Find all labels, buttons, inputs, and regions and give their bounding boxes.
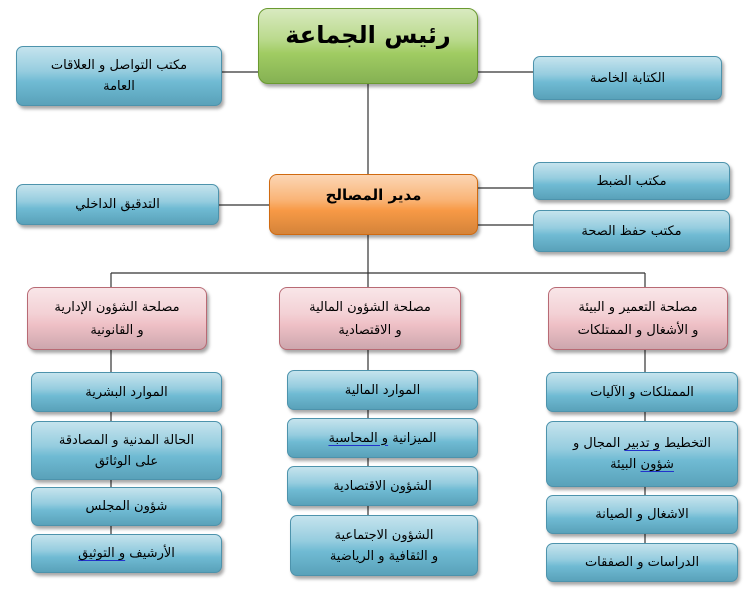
communication-office-box: مكتب التواصل و العلاقات العامة — [16, 46, 222, 106]
unit-box: الأرشيف و التوثيق — [31, 534, 222, 573]
unit-box: الشؤون الاقتصادية — [287, 466, 478, 506]
unit-label-segment: البيئة — [610, 457, 637, 472]
unit-label-underlined-segment: و تدبير — [624, 436, 661, 451]
unit-box: التخطيط و تدبير المجال و شؤون البيئة — [546, 421, 738, 487]
department-label-line-1: مصلحة الشؤون الإدارية — [54, 299, 180, 315]
health-office-label: مكتب حفظ الصحة — [581, 223, 682, 239]
department-label-line-1: مصلحة التعمير و البيئة — [578, 299, 698, 315]
unit-label: الشؤون الاقتصادية — [333, 478, 432, 494]
department-label-line-1: مصلحة الشؤون المالية — [309, 299, 431, 315]
registry-office-label: مكتب الضبط — [596, 173, 667, 189]
unit-box: الممتلكات و الآليات — [546, 372, 738, 412]
unit-label-line-1: الحالة المدنية و المصادقة — [58, 432, 195, 448]
unit-label-line-1: الشؤون الاجتماعية — [334, 527, 434, 543]
communication-office-label-line-2: العامة — [103, 79, 135, 94]
unit-label: الموارد البشرية — [85, 384, 168, 400]
internal-audit-box: التدقيق الداخلي — [16, 184, 219, 225]
department-box-urbanism: مصلحة التعمير و البيئة و الأشغال و الممت… — [548, 287, 728, 350]
department-box-financial: مصلحة الشؤون المالية و الاقتصادية — [279, 287, 461, 350]
unit-label: شؤون المجلس — [85, 499, 168, 514]
registry-office-box: مكتب الضبط — [533, 162, 730, 200]
unit-label-underlined-segment: و التوثيق — [78, 546, 126, 561]
unit-label: الدراسات و الصفقات — [584, 555, 700, 570]
unit-label: الميزانية و المحاسبة — [328, 428, 436, 449]
unit-label-segment: الميزانية — [392, 430, 437, 446]
unit-label-underlined-segment: شؤون — [640, 457, 674, 472]
director-of-services-label: مدير المصالح — [325, 186, 422, 204]
department-label-line-2: و الأشغال و الممتلكات — [577, 322, 699, 338]
communication-office-label-line-1: مكتب التواصل و العلاقات — [50, 58, 188, 73]
unit-box: الاشغال و الصيانة — [546, 495, 738, 534]
department-label-line-2: و الاقتصادية — [338, 322, 402, 338]
department-label-line-2: و القانونية — [90, 322, 144, 338]
head-of-council-label: رئيس الجماعة — [285, 20, 451, 49]
unit-box: الحالة المدنية و المصادقة على الوثائق — [31, 421, 222, 480]
unit-label-line-2: شؤون البيئة — [610, 454, 674, 475]
director-of-services-box: مدير المصالح — [269, 174, 478, 235]
unit-box: شؤون المجلس — [31, 487, 222, 526]
unit-box: الشؤون الاجتماعية و الثقافية و الرياضية — [290, 515, 478, 576]
health-office-box: مكتب حفظ الصحة — [533, 210, 730, 252]
department-box-administrative: مصلحة الشؤون الإدارية و القانونية — [27, 287, 207, 350]
private-secretariat-label: الكتابة الخاصة — [589, 70, 666, 86]
unit-label: الأرشيف و التوثيق — [78, 543, 175, 564]
unit-label: الممتلكات و الآليات — [590, 384, 694, 400]
unit-label-segment: الأرشيف — [129, 546, 175, 561]
unit-label: الاشغال و الصيانة — [595, 507, 689, 522]
unit-label-underlined-segment: و المحاسبة — [328, 430, 389, 446]
unit-label: الموارد المالية — [344, 382, 421, 398]
unit-box: الموارد البشرية — [31, 372, 222, 412]
private-secretariat-box: الكتابة الخاصة — [533, 56, 722, 100]
unit-label-line-1: التخطيط و تدبير المجال و — [573, 433, 711, 454]
unit-label-line-2: على الوثائق — [94, 453, 159, 469]
head-of-council-box: رئيس الجماعة — [258, 8, 478, 84]
unit-box: الموارد المالية — [287, 370, 478, 410]
internal-audit-label: التدقيق الداخلي — [75, 197, 160, 212]
unit-label-line-2: و الثقافية و الرياضية — [329, 548, 439, 564]
unit-label-segment: التخطيط — [664, 436, 711, 451]
unit-box: الميزانية و المحاسبة — [287, 418, 478, 458]
unit-label-segment: المجال و — [573, 436, 621, 451]
unit-box: الدراسات و الصفقات — [546, 543, 738, 582]
